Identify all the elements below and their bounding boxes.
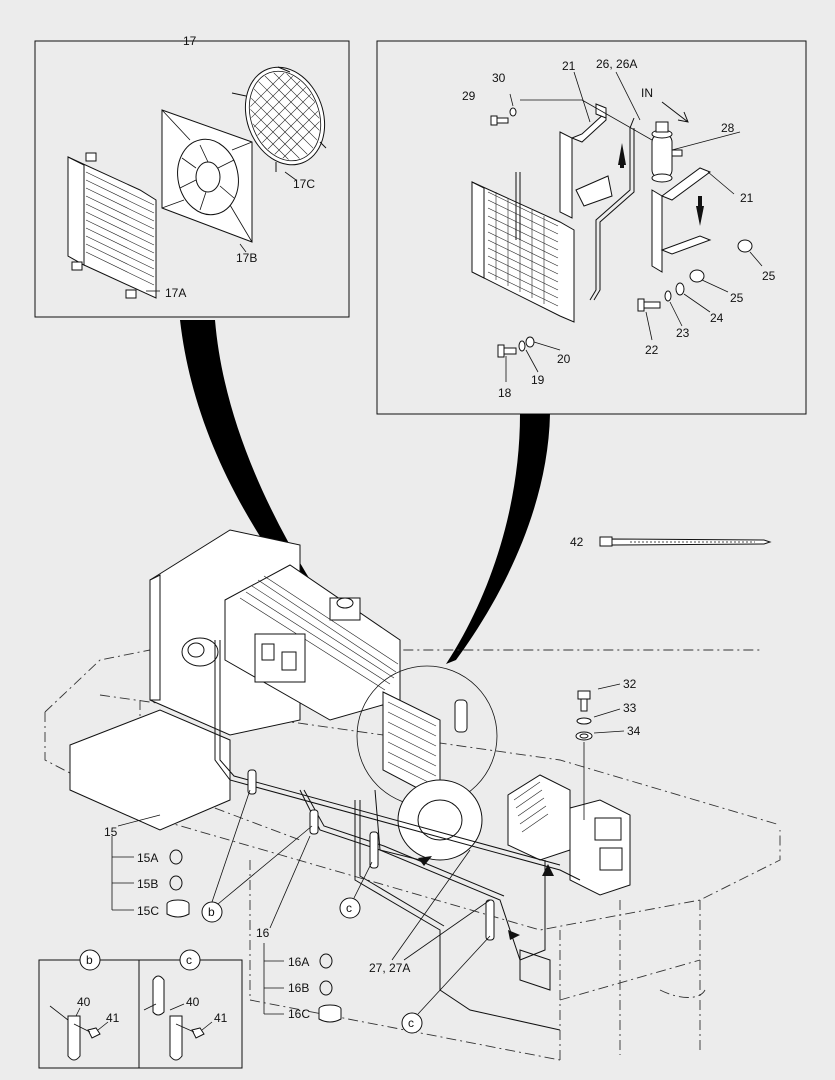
callout-16B: 16B	[288, 981, 309, 995]
part-28-receiver-drier	[651, 121, 683, 183]
brackets-21	[559, 103, 712, 273]
callout-32: 32	[623, 677, 637, 691]
callout-40-c: 40	[186, 995, 200, 1009]
callout-30: 30	[492, 71, 506, 85]
callout-40-b: 40	[77, 995, 91, 1009]
callout-16C: 16C	[288, 1007, 310, 1021]
callout-25: 25	[730, 291, 744, 305]
circle-callout-c-main: c	[346, 901, 352, 915]
condenser-core	[471, 172, 575, 323]
callout-15C: 15C	[137, 904, 159, 918]
callout-25-right: 25	[762, 269, 776, 283]
callout-22: 22	[645, 343, 659, 357]
inset-box-fan-assembly: 17 17A 17B 17C	[34, 34, 350, 318]
callout-24: 24	[710, 311, 724, 325]
callout-19: 19	[531, 373, 545, 387]
callout-15B: 15B	[137, 877, 158, 891]
callout-17: 17	[183, 34, 197, 48]
callout-27-27A: 27, 27A	[369, 961, 410, 975]
detail-label-b: b	[86, 953, 93, 967]
callout-21-right: 21	[740, 191, 754, 205]
hardware-bolts-washers	[490, 107, 753, 358]
inset-box-condenser-assembly: 30 29 21 26, 26A IN 28 21 25 25 24 23 22…	[376, 40, 807, 415]
callout-26-26A: 26, 26A	[596, 57, 637, 71]
part-42-cable-tie: 42	[570, 535, 772, 549]
circle-callout-b-main: b	[208, 905, 215, 919]
callout-21-top: 21	[562, 59, 576, 73]
callout-17B: 17B	[236, 251, 257, 265]
callout-16A: 16A	[288, 955, 309, 969]
callout-18: 18	[498, 386, 512, 400]
callout-42: 42	[570, 535, 584, 549]
circle-callouts: b c c	[201, 789, 491, 1034]
main-machine-view: 32 33 34 15 15A 15B 15C 16	[44, 529, 781, 1061]
callout-swoosh-left	[180, 320, 366, 668]
callout-28: 28	[721, 121, 735, 135]
callout-group-16: 16 16A 16B 16C	[256, 835, 342, 1023]
callout-17A: 17A	[165, 286, 186, 300]
callout-16: 16	[256, 926, 270, 940]
detail-label-c: c	[186, 953, 192, 967]
callout-33: 33	[623, 701, 637, 715]
callout-29: 29	[462, 89, 476, 103]
part-17B-fan-shroud	[161, 109, 253, 243]
callout-41-c: 41	[214, 1011, 228, 1025]
callout-17C: 17C	[293, 177, 315, 191]
callout-41-b: 41	[106, 1011, 120, 1025]
callout-group-15: 15 15A 15B 15C	[104, 814, 190, 918]
callout-IN: IN	[641, 86, 653, 100]
part-17A-radiator-core	[67, 152, 157, 299]
callout-20: 20	[557, 352, 571, 366]
detail-box-clamps: b c 40 41 40 41	[38, 949, 243, 1069]
callout-23: 23	[676, 326, 690, 340]
parts-32-34-bolt-washers: 32 33 34	[575, 677, 641, 820]
callout-34: 34	[627, 724, 641, 738]
callout-15A: 15A	[137, 851, 158, 865]
callout-swoosh-right	[446, 414, 550, 664]
circle-callout-c-lower: c	[408, 1016, 414, 1030]
callout-15: 15	[104, 825, 118, 839]
